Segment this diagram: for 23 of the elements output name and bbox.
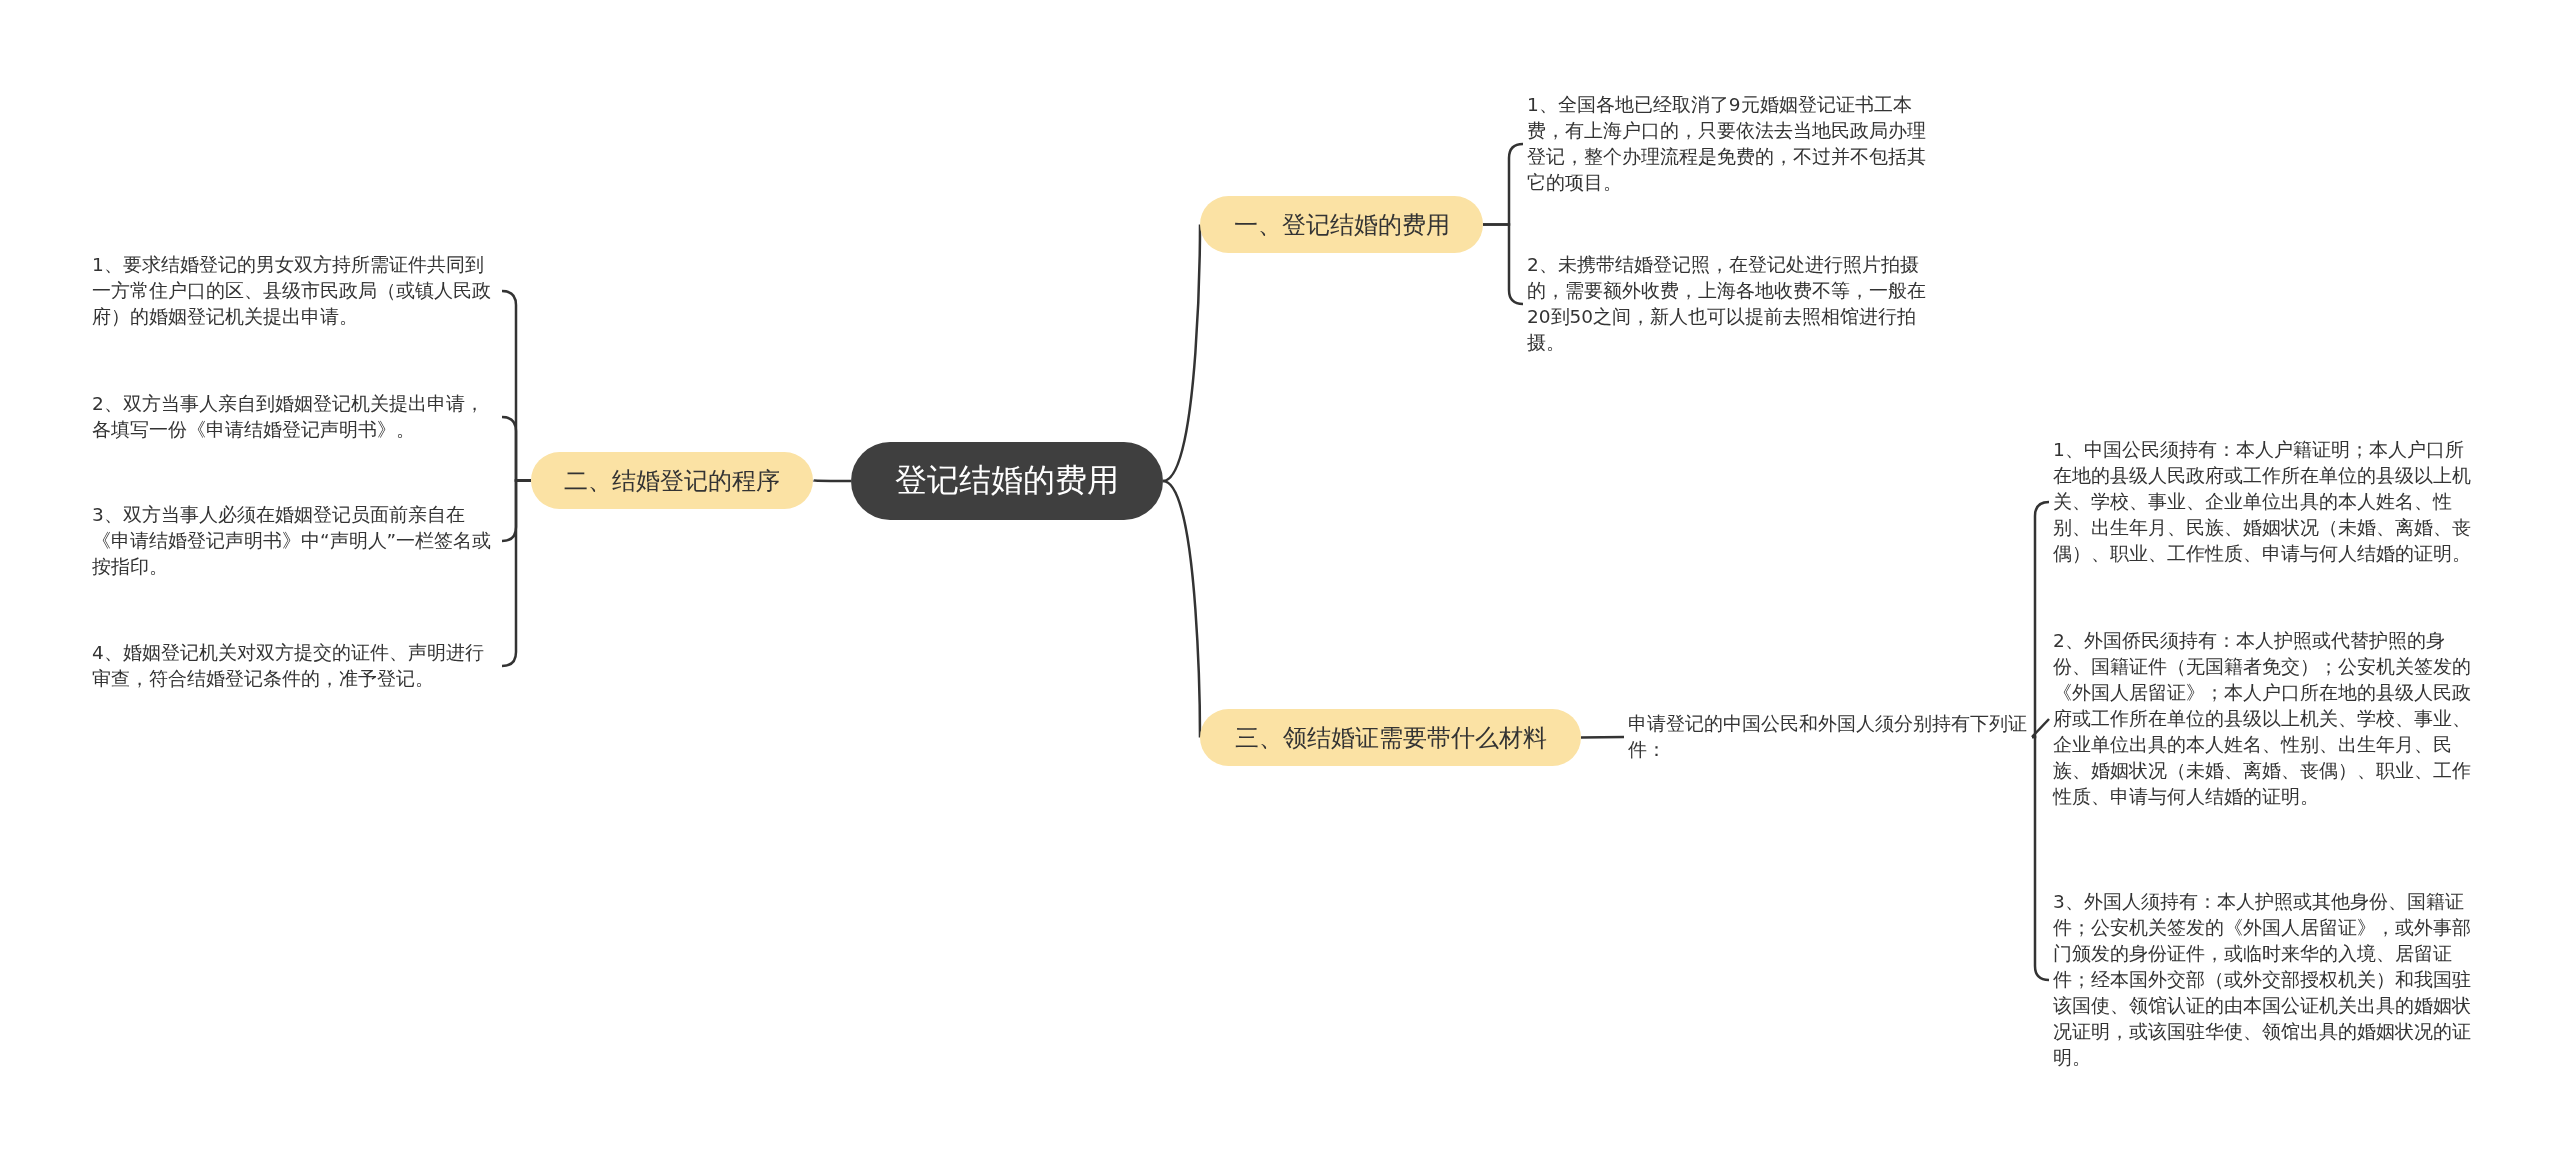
note-text: 4、婚姻登记机关对双方提交的证件、声明进行审查，符合结婚登记条件的，准予登记。 (88, 638, 502, 694)
connector-line (1483, 223, 1525, 306)
connector-line (500, 479, 531, 668)
connector-line (1162, 224, 1202, 483)
note-text: 2、外国侨民须持有：本人护照或代替护照的身份、国籍证件（无国籍者免交）；公安机关签发的《外国人居留证》；本人户口所在地的县级人民政府或工作所在单位的县级以上机关、学校、事业、企业单位出具的本人姓名、性别、出生年月、民族、婚姻状况（未婚、离婚、丧偶）、职业、工作性质、申请与何人结婚的证明。 (2049, 626, 2479, 812)
connector-line (1581, 735, 1624, 739)
note-text: 申请登记的中国公民和外国人须分别持有下列证件： (1624, 709, 2032, 765)
note-text: 3、外国人须持有：本人护照或其他身份、国籍证件；公安机关签发的《外国人居留证》，或外事部门颁发的身份证件，或临时来华的入境、居留证件；经本国外交部（或外交部授权机关）和我国驻该国使、领馆认证的由本国公证机关出具的婚姻状况证明，或该国驻华使、领馆出具的婚姻状况的证明。 (2049, 887, 2479, 1073)
connector-line (2032, 735, 2051, 982)
connector-line (2031, 718, 2050, 738)
note-text: 1、全国各地已经取消了9元婚姻登记证书工本费，有上海户口的，只要依法去当地民政局办理登记，整个办理流程是免费的，不过并不包括其它的项目。 (1523, 90, 1937, 198)
connector-line (2032, 500, 2051, 739)
connector-line (1162, 479, 1202, 738)
topic-pill: 三、领结婚证需要带什么材料 (1200, 709, 1581, 766)
topic-pill: 二、结婚登记的程序 (531, 452, 813, 509)
central-topic: 登记结婚的费用 (851, 442, 1163, 520)
note-text: 1、要求结婚登记的男女双方持所需证件共同到一方常住户口的区、县级市民政局（或镇人民政府）的婚姻登记机关提出申请。 (88, 250, 502, 332)
connector-line (812, 479, 851, 483)
topic-pill: 一、登记结婚的费用 (1200, 196, 1483, 253)
note-text: 2、双方当事人亲自到婚姻登记机关提出申请，各填写一份《申请结婚登记声明书》。 (88, 389, 502, 445)
note-text: 2、未携带结婚登记照，在登记处进行照片拍摄的，需要额外收费，上海各地收费不等，一般在20到50之间，新人也可以提前去照相馆进行拍摄。 (1523, 250, 1937, 358)
note-text: 1、中国公民须持有：本人户籍证明；本人户口所在地的县级人民政府或工作所在单位的县级以上机关、学校、事业、企业单位出具的本人姓名、性别、出生年月、民族、婚姻状况（未婚、离婚、丧偶）、职业、工作性质、申请与何人结婚的证明。 (2049, 435, 2479, 569)
note-text: 3、双方当事人必须在婚姻登记员面前亲自在《申请结婚登记声明书》中“声明人”一栏签名或按指印。 (88, 500, 502, 582)
